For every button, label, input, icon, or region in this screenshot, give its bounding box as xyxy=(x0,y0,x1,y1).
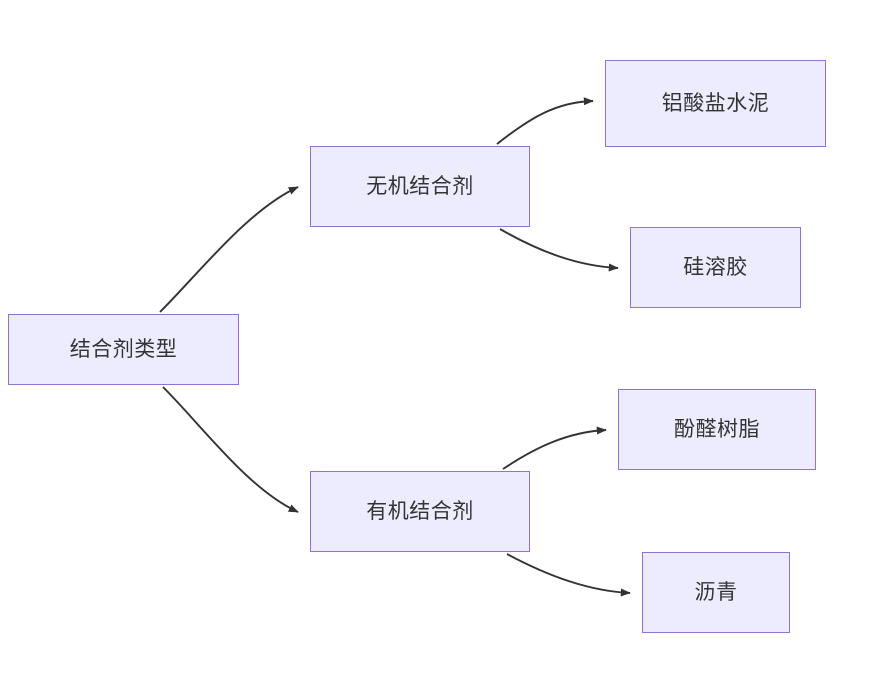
edge-organic-to-bitumen xyxy=(506,553,631,597)
node-root[interactable]: 结合剂类型 xyxy=(8,314,239,385)
node-silica-sol-label: 硅溶胶 xyxy=(683,255,748,279)
node-phenolic-resin[interactable]: 酚醛树脂 xyxy=(618,389,816,470)
node-root-label: 结合剂类型 xyxy=(69,337,178,361)
node-organic-binder-label: 有机结合剂 xyxy=(366,499,474,523)
edge-root-to-organic xyxy=(162,386,299,513)
edge-root-to-inorganic xyxy=(159,186,299,313)
node-inorganic-binder[interactable]: 无机结合剂 xyxy=(310,146,530,227)
edge-inorganic-to-aluminate xyxy=(496,97,594,145)
edge-organic-to-phenolic xyxy=(502,426,607,470)
edge-inorganic-to-silicasol xyxy=(499,228,619,272)
node-aluminate-cement[interactable]: 铝酸盐水泥 xyxy=(605,60,826,147)
node-bitumen[interactable]: 沥青 xyxy=(642,552,790,633)
node-silica-sol[interactable]: 硅溶胶 xyxy=(630,227,801,308)
node-phenolic-resin-label: 酚醛树脂 xyxy=(674,417,760,441)
node-bitumen-label: 沥青 xyxy=(694,580,738,604)
node-inorganic-binder-label: 无机结合剂 xyxy=(366,174,474,198)
node-organic-binder[interactable]: 有机结合剂 xyxy=(310,471,530,552)
node-aluminate-cement-label: 铝酸盐水泥 xyxy=(661,91,770,115)
